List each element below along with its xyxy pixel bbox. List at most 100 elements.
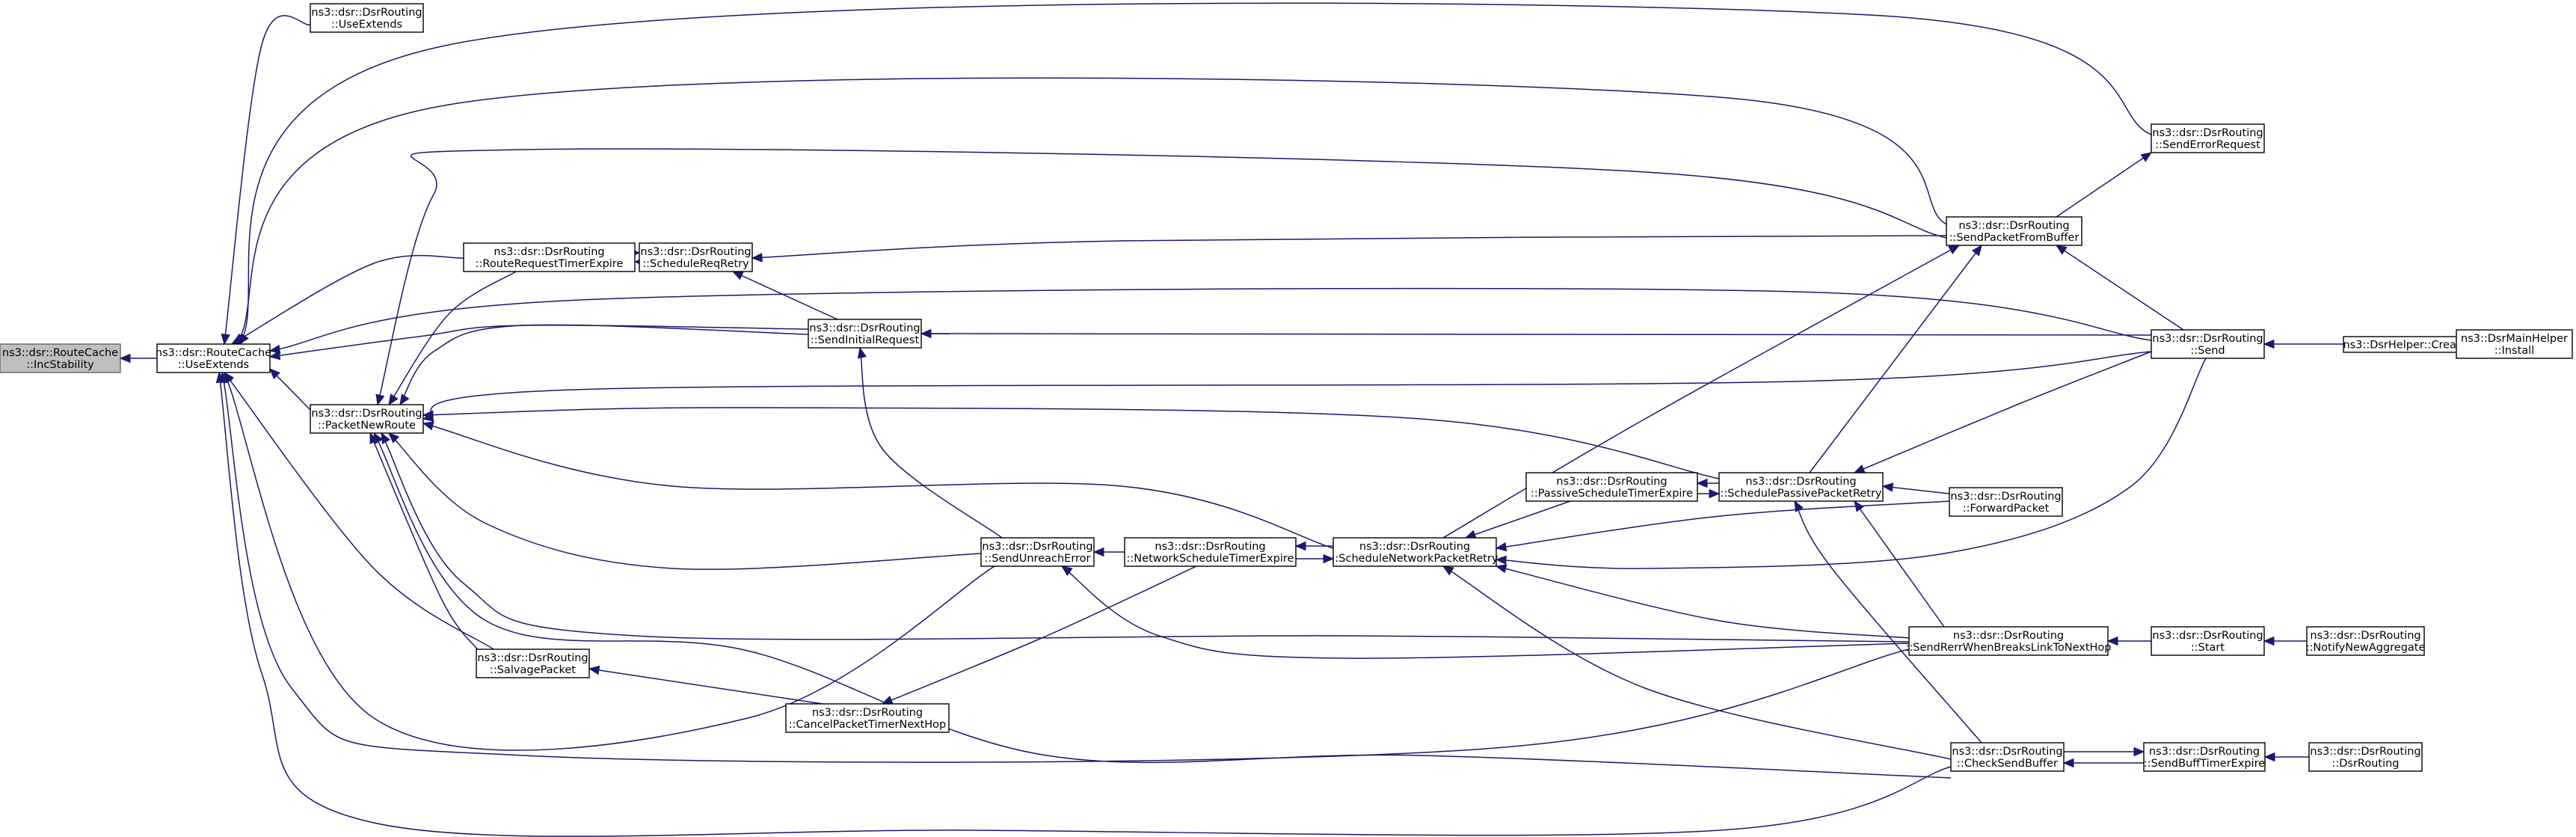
edge-send-to-sppr	[1853, 351, 2152, 473]
node-label-line: ns3::dsr::DsrRouting	[1155, 541, 1265, 553]
node-label-line: ::NetworkScheduleTimerExpire	[1127, 553, 1294, 565]
edge-nste-to-cptnh	[881, 565, 1197, 705]
node-label-line: ns3::dsr::DsrRouting	[640, 246, 751, 258]
arrowhead-icon	[388, 393, 399, 406]
arrowhead-icon	[268, 344, 281, 355]
node-box	[310, 3, 424, 33]
node-box	[2151, 329, 2265, 359]
node-label-line: ::CancelPacketTimerNextHop	[789, 719, 947, 731]
node-label-line: ::SendErrorRequest	[2155, 139, 2260, 151]
node-box	[2456, 329, 2573, 359]
node-label-line: ::SendBuffTimerExpire	[2144, 758, 2265, 770]
arrowhead-icon	[1794, 500, 1804, 512]
edge-snpr-to-nste	[1294, 541, 1333, 551]
node-label-line: ns3::dsr::DsrRouting	[2152, 630, 2263, 642]
node-label-line: ::SendUnreachError	[984, 553, 1090, 565]
node-label-line: ::PassiveScheduleTimerExpire	[1531, 488, 1693, 500]
node-rrte[interactable]: ns3::dsr::DsrRouting::RouteRequestTimerE…	[463, 242, 636, 272]
node-box	[1525, 472, 1698, 502]
node-start[interactable]: ns3::dsr::DsrRouting::Start	[2151, 626, 2265, 656]
edge-srwb-to-snpr	[1495, 564, 1910, 639]
node-spfb[interactable]: ns3::dsr::DsrRouting::SendPacketFromBuff…	[1946, 216, 2082, 246]
nodes-layer: ns3::dsr::RouteCache::IncStabilityns3::d…	[0, 3, 2573, 772]
node-label-line: ::SchedulePassivePacketRetry	[1720, 488, 1881, 500]
node-incstab[interactable]: ns3::dsr::RouteCache::IncStability	[0, 343, 121, 373]
arrowhead-icon	[268, 350, 281, 361]
node-sir[interactable]: ns3::dsr::DsrRouting::SendInitialRequest	[808, 319, 922, 349]
node-csb[interactable]: ns3::dsr::DsrRouting::CheckSendBuffer	[1950, 742, 2065, 772]
arrowhead-icon	[1696, 478, 1708, 488]
arrowhead-icon	[1495, 555, 1507, 565]
node-label-line: ::UseExtends	[331, 19, 402, 31]
edge-send-to-sir	[920, 328, 2152, 339]
node-srwb[interactable]: ns3::dsr::DsrRouting::SendRerrWhenBreaks…	[1905, 626, 2112, 656]
arrowhead-icon	[369, 432, 379, 444]
arrowhead-icon	[2062, 758, 2074, 768]
arrowhead-icon	[422, 421, 434, 431]
node-snpr[interactable]: ns3::dsr::DsrRouting::ScheduleNetworkPac…	[1332, 537, 1498, 567]
node-send[interactable]: ns3::dsr::DsrRouting::Send	[2151, 329, 2265, 359]
node-label-line: ns3::dsr::DsrRouting	[812, 707, 923, 719]
node-box	[980, 537, 1095, 567]
edge-sir-to-rc_useext	[268, 324, 809, 361]
node-box	[1949, 487, 2063, 517]
arrowhead-icon	[1092, 547, 1104, 557]
node-sue[interactable]: ns3::dsr::DsrRouting::SendUnreachError	[980, 537, 1095, 567]
node-srr[interactable]: ns3::dsr::DsrRouting::ScheduleReqRetry	[639, 242, 753, 272]
node-label-line: ::Start	[2191, 642, 2225, 654]
node-box	[1124, 537, 1297, 567]
node-cptnh[interactable]: ns3::dsr::DsrRouting::CancelPacketTimerN…	[785, 703, 950, 733]
edge-snpr-to-pnr	[422, 421, 1334, 549]
arrowhead-icon	[1854, 500, 1864, 512]
arrowhead-icon	[230, 334, 243, 345]
edge-nna-to-start	[2263, 636, 2307, 646]
edge-csb-to-rc_useext	[215, 371, 1952, 837]
edge-srwb-to-pnr	[381, 432, 1910, 643]
node-ctor[interactable]: ns3::dsr::DsrRouting::DsrRouting	[2308, 742, 2423, 772]
node-pnr[interactable]: ns3::dsr::DsrRouting::PacketNewRoute	[310, 404, 424, 434]
node-nna[interactable]: ns3::dsr::DsrRouting::NotifyNewAggregate	[2306, 626, 2426, 656]
arrowhead-icon	[119, 353, 131, 364]
node-label-line: ns3::dsr::DsrRouting	[2310, 746, 2420, 758]
node-dr_useext[interactable]: ns3::dsr::DsrRouting::UseExtends	[310, 3, 424, 33]
arrowhead-icon	[1948, 245, 1961, 255]
node-label-line: ns3::dsr::DsrRouting	[311, 7, 422, 19]
edge-srwb-to-sppr	[1854, 500, 1945, 628]
node-box	[1950, 742, 2065, 772]
node-box	[808, 319, 922, 349]
node-sbte[interactable]: ns3::dsr::DsrRouting::SendBuffTimerExpir…	[2143, 742, 2266, 772]
node-label-line: ns3::dsr::DsrRouting	[494, 246, 604, 258]
node-sppr[interactable]: ns3::dsr::DsrRouting::SchedulePassivePac…	[1718, 472, 1884, 502]
node-label-line: ::ScheduleNetworkPacketRetry	[1332, 553, 1498, 565]
arrowhead-icon	[215, 371, 226, 384]
arrowhead-icon	[1060, 565, 1073, 576]
edge-ser-to-rc_useext	[239, 2, 2152, 346]
arrowhead-icon	[1881, 482, 1894, 492]
edge-sppr-to-pste	[1696, 478, 1719, 488]
node-pste[interactable]: ns3::dsr::DsrRouting::PassiveScheduleTim…	[1525, 472, 1698, 502]
node-label-line: ns3::dsr::DsrRouting	[2149, 746, 2260, 758]
arrowhead-icon	[2133, 746, 2145, 757]
edge-send-to-rc_useext	[268, 287, 2152, 355]
node-box	[2306, 626, 2425, 656]
node-label-line: ::SendPacketFromBuffer	[1949, 232, 2079, 244]
arrowhead-icon	[221, 333, 230, 346]
arrowhead-icon	[2055, 245, 2068, 255]
edge-pnr-to-rc_useext	[269, 368, 311, 411]
arrowhead-icon	[381, 432, 390, 444]
node-create[interactable]: ns3::DsrHelper::Create	[2343, 336, 2468, 353]
node-label-line: ns3::dsr::DsrRouting	[477, 652, 588, 664]
arrowhead-icon	[399, 393, 410, 406]
node-salv[interactable]: ns3::dsr::DsrRouting::SalvagePacket	[476, 649, 590, 678]
node-box	[1946, 216, 2082, 246]
node-label-line: ::UseExtends	[178, 359, 249, 371]
node-nste[interactable]: ns3::dsr::DsrRouting::NetworkScheduleTim…	[1124, 537, 1297, 567]
node-rc_useext[interactable]: ns3::dsr::RouteCache::UseExtends	[156, 343, 271, 373]
node-fwd[interactable]: ns3::dsr::DsrRouting::ForwardPacket	[1949, 487, 2063, 517]
node-install[interactable]: ns3::DsrMainHelper::Install	[2456, 329, 2573, 359]
node-label-line: ns3::dsr::DsrRouting	[2152, 127, 2263, 139]
edge-rrte-to-rc_useext	[230, 254, 464, 345]
node-ser[interactable]: ns3::dsr::DsrRouting::SendErrorRequest	[2151, 123, 2265, 153]
edge-srwb-to-sue	[1060, 565, 1910, 659]
arrowhead-icon	[2263, 752, 2275, 762]
